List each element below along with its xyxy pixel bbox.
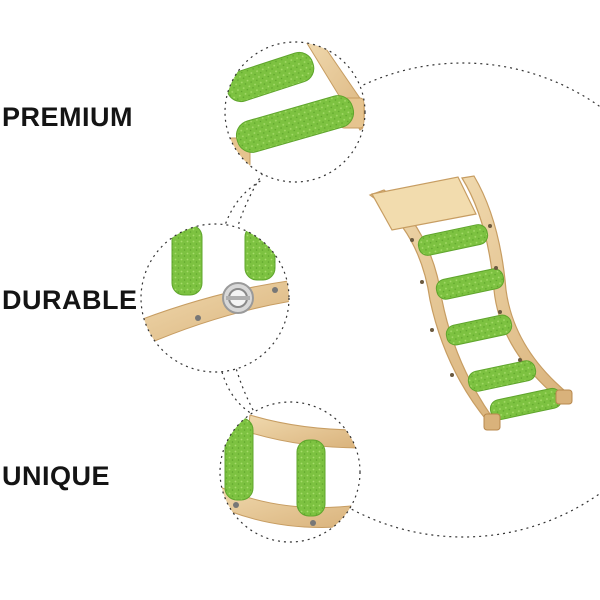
- zoom-detail-circle-durable: [140, 223, 290, 373]
- screw-icon: [222, 282, 254, 314]
- zoom-detail-circle-unique: [219, 401, 361, 543]
- feature-label-premium: PREMIUM: [2, 102, 133, 132]
- zoom-detail-circle-premium: [224, 41, 366, 183]
- ladder-product-image: [368, 175, 573, 431]
- feature-label-durable: DURABLE: [2, 285, 138, 315]
- feature-label-unique: UNIQUE: [2, 461, 111, 491]
- connector-arc-bottom: [221, 371, 253, 415]
